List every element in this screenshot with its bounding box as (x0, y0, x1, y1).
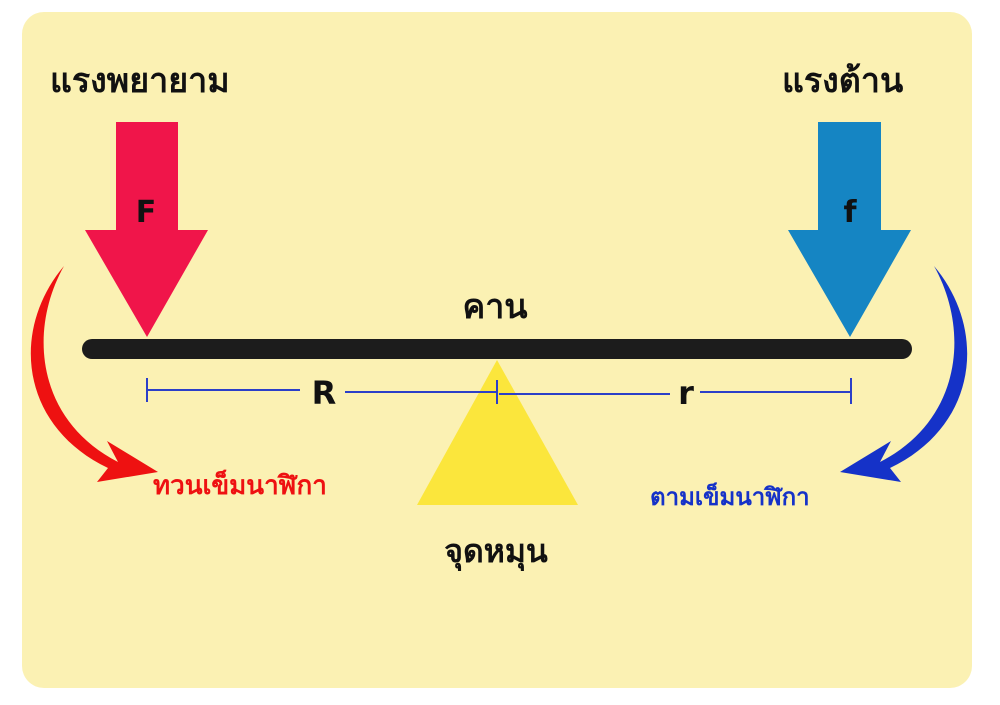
effort-force-arrow (85, 122, 208, 337)
beam-label: คาน (462, 287, 527, 327)
effort-force-title: แรงพยายาม (50, 61, 230, 101)
clockwise-label: ตามเข็มนาฬิกา (650, 482, 810, 511)
clockwise-arrow (840, 266, 968, 482)
effort-force-symbol: F (136, 195, 157, 230)
resistance-force-symbol: f (843, 195, 857, 230)
resistance-force-title: แรงต้าน (782, 61, 903, 101)
counterclockwise-label: ทวนเข็มนาฬิกา (153, 469, 327, 501)
effort-arm-label: R (312, 374, 337, 412)
counterclockwise-arrow (30, 266, 158, 482)
effort-arm-dimension (146, 378, 498, 404)
resistance-arm-dimension (499, 378, 852, 404)
fulcrum-triangle (417, 360, 578, 505)
fulcrum-label: จุดหมุน (444, 532, 548, 572)
resistance-arm-label: r (678, 374, 694, 412)
resistance-force-arrow (788, 122, 911, 337)
